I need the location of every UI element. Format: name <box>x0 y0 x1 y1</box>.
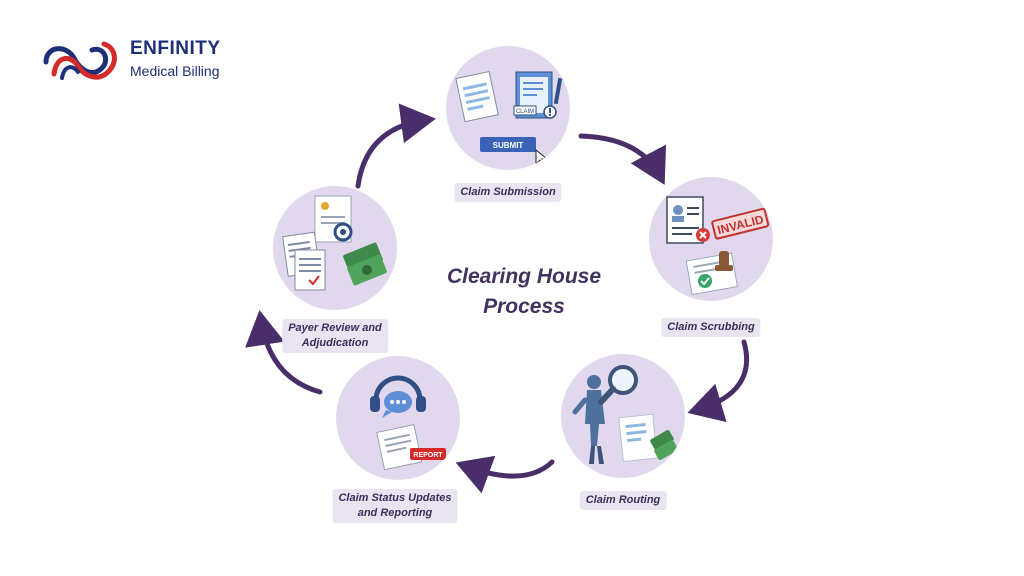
step-claim-status-reporting: REPORT <box>336 356 460 480</box>
step-label-claim-submission: Claim Submission <box>454 183 562 202</box>
diagram-title: Clearing House Process <box>424 262 624 322</box>
enfinity-logo-icon <box>43 41 117 80</box>
claim-routing-illustration <box>572 365 678 464</box>
step-label-claim-status-line2: and Reporting <box>357 507 433 519</box>
arrow-payer-to-submission <box>355 103 436 189</box>
brand-name: ENFINITY <box>130 38 221 59</box>
claim-tag-text: CLAIM <box>516 109 534 115</box>
diagram-title-line1: Clearing House <box>446 265 602 288</box>
arrow-routing-to-reporting <box>455 455 555 494</box>
claim-scrubbing-illustration: INVALID <box>666 196 770 296</box>
arrow-scrubbing-to-routing <box>687 339 750 423</box>
step-label-claim-routing: Claim Routing <box>579 491 667 510</box>
step-claim-scrubbing: INVALID <box>649 177 773 301</box>
claim-submission-illustration: CLAIM SUBMIT <box>455 70 563 167</box>
payer-review-illustration <box>282 195 387 291</box>
step-claim-submission: CLAIM SUBMIT <box>446 46 570 170</box>
brand-logo: ENFINITY Medical Billing <box>40 36 240 86</box>
step-label-payer-review: Payer Review and Adjudication <box>282 319 388 353</box>
step-label-claim-scrubbing: Claim Scrubbing <box>661 318 761 337</box>
submit-badge-text: SUBMIT <box>493 141 524 150</box>
step-label-claim-status-line1: Claim Status Updates <box>338 492 452 504</box>
step-claim-routing <box>561 354 685 478</box>
step-label-payer-review-line2: Adjudication <box>301 337 369 349</box>
diagram-title-line2: Process <box>483 295 565 318</box>
status-reporting-illustration: REPORT <box>370 375 446 471</box>
step-label-claim-status-reporting: Claim Status Updates and Reporting <box>332 489 458 523</box>
arrow-submission-to-scrubbing <box>578 133 667 185</box>
step-label-payer-review-line1: Payer Review and <box>288 322 382 334</box>
report-badge-text: REPORT <box>413 452 443 459</box>
brand-tagline: Medical Billing <box>130 63 220 79</box>
step-payer-review <box>273 186 397 310</box>
